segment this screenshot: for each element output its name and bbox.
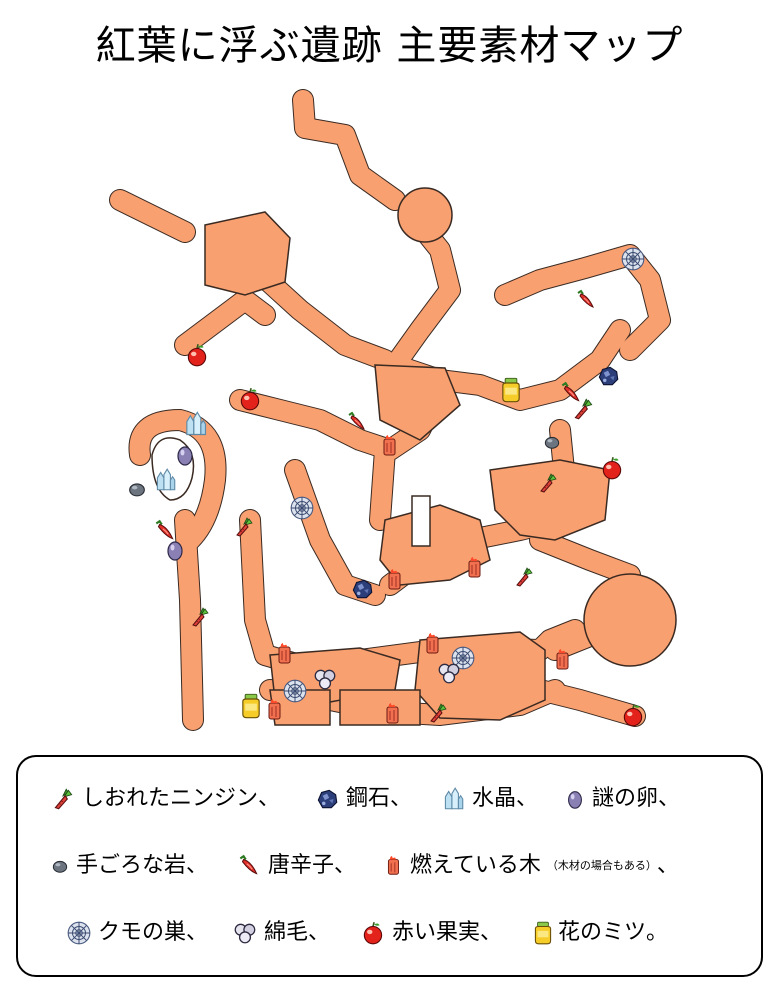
legend-item-iron-ore: 鋼石、 [314,779,412,819]
legend-separator: 、 [334,853,357,878]
legend-item-chili: 唐辛子、 [236,846,356,886]
legend-label: 花のミツ [558,920,647,945]
legend-row: クモの巣、 綿毛、 赤い果実、 花のミツ。 [18,913,761,953]
legend-note: （木材の場合もある） [546,859,657,872]
marker-burning-wood [278,642,291,664]
legend-label: 手ごろな岩 [76,853,187,878]
marker-spider-web [290,496,314,520]
marker-iron-ore [598,366,619,386]
legend-separator: 、 [258,786,281,811]
legend-separator: 、 [480,920,503,945]
legend-item-handy-rock: 手ごろな岩、 [50,846,208,886]
legend-separator: 、 [658,786,681,811]
marker-spider-web [283,679,307,703]
legend-item-spider-web: クモの巣、 [66,913,208,953]
page-title: 紅葉に浮ぶ遺跡 主要素材マップ [95,23,684,69]
legend-label: 燃えている木 [410,853,541,878]
marker-iron-ore [352,579,373,599]
legend-separator: 、 [186,920,209,945]
legend-label: 唐辛子 [268,853,335,878]
marker-honey [242,693,260,719]
marker-wilted-carrot [574,398,593,420]
flower-honey-icon [534,921,552,945]
crystal-icon [444,787,464,810]
red-fruit-icon [363,921,383,945]
legend-separator: 、 [516,786,539,811]
legend-label: 謎の卵 [592,786,659,811]
legend-separator: 、 [656,853,679,878]
burning-wood-icon [387,855,400,875]
chili-pepper-icon [239,855,258,875]
corridors [109,89,671,731]
marker-red-fruit [602,456,622,480]
cotton-icon [234,923,256,944]
legend-separator: 。 [646,920,669,945]
legend-box: しおれたニンジン、 鋼石、 水晶、 謎の卵、 手ごろな岩、 [16,755,763,977]
marker-wilted-carrot [516,567,533,587]
marker-mystery-egg [167,541,183,561]
marker-handy-rock [129,483,145,497]
legend-separator: 、 [390,786,413,811]
legend-item-red-fruit: 赤い果実、 [360,913,502,953]
mystery-egg-icon [567,791,583,809]
marker-spider-web [621,247,645,271]
legend-separator: 、 [308,920,331,945]
handy-rock-icon [52,860,68,873]
marker-burning-wood [426,632,439,654]
ruins-map [109,89,677,731]
marker-chili [577,290,594,308]
legend-item-burning-wood: 燃えている木 （木材の場合もある）、 [382,846,679,886]
legend-item-honey: 花のミツ。 [530,913,668,953]
legend-row: 手ごろな岩、 唐辛子、 燃えている木（木材の場合もある）、 [18,846,761,886]
legend-item-crystal: 水晶、 [440,779,538,819]
legend-label: 綿毛 [264,920,309,945]
legend-separator: 、 [186,853,209,878]
wilted-carrot-icon [54,788,73,810]
legend-label: 鋼石 [346,786,391,811]
legend-label: クモの巣 [98,920,187,945]
legend-label: しおれたニンジン [82,786,259,811]
rooms [204,187,677,726]
iron-ore-icon [317,789,338,809]
legend-label: 赤い果実 [392,920,481,945]
legend-item-mystery-egg: 謎の卵、 [564,779,680,819]
marker-chili [155,520,174,540]
marker-handy-rock [544,436,560,449]
legend-item-wilted-carrot: しおれたニンジン、 [50,779,280,819]
marker-honey [502,377,520,403]
spider-web-icon [67,921,91,945]
legend-item-cotton: 綿毛、 [232,913,330,953]
legend-row: しおれたニンジン、 鋼石、 水晶、 謎の卵、 [18,779,761,819]
marker-mystery-egg [177,446,193,466]
legend-label: 水晶 [472,786,517,811]
